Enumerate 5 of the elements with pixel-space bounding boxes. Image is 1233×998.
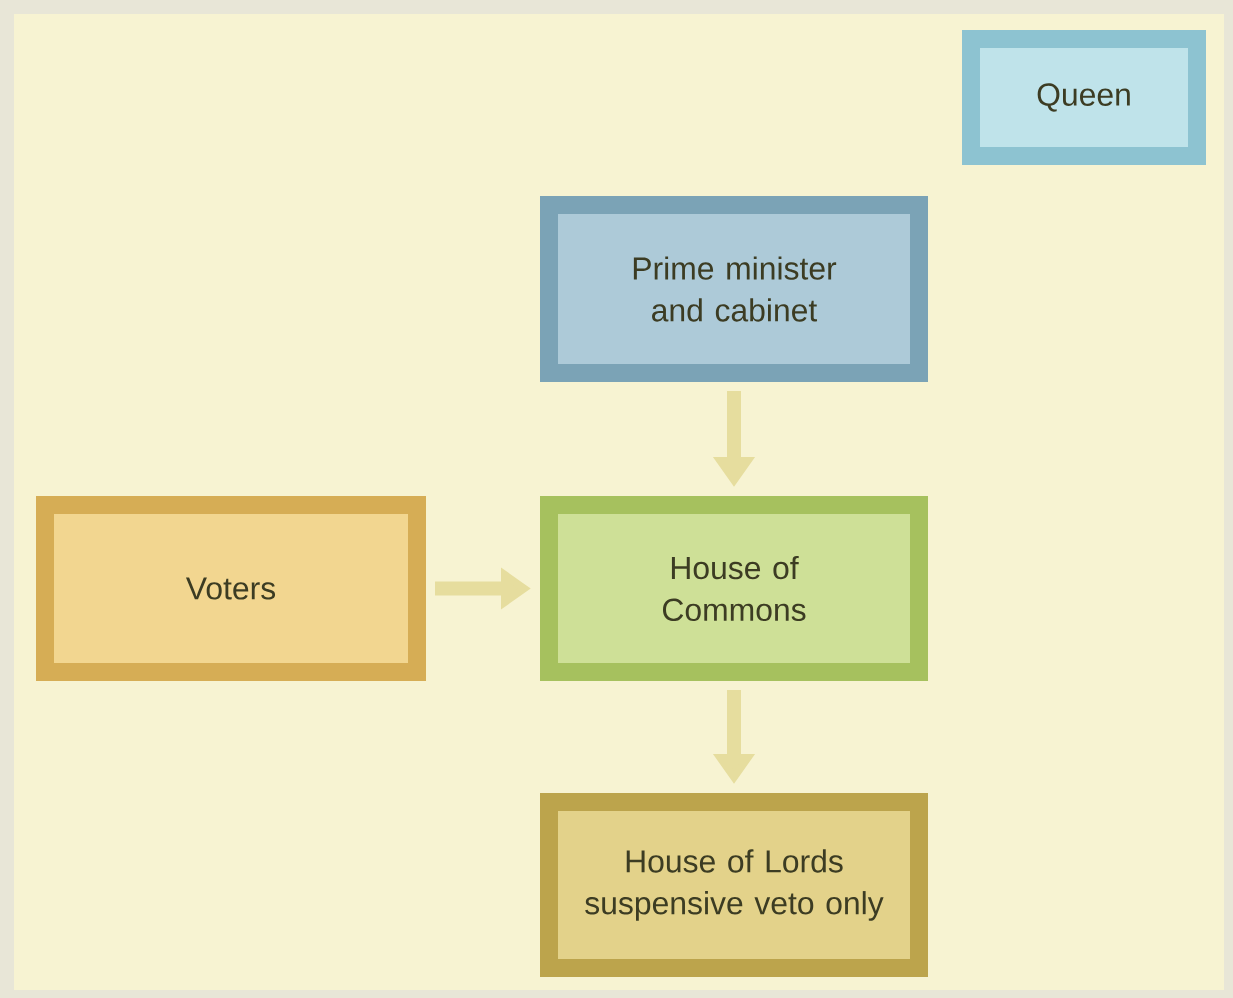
process-box: Voters [36,496,426,681]
process-box: Prime minister and cabinet [540,196,928,382]
process-box: Queen [962,30,1206,165]
process-box: House of Lords suspensive veto only [540,793,928,977]
process-box: House of Commons [540,496,928,681]
